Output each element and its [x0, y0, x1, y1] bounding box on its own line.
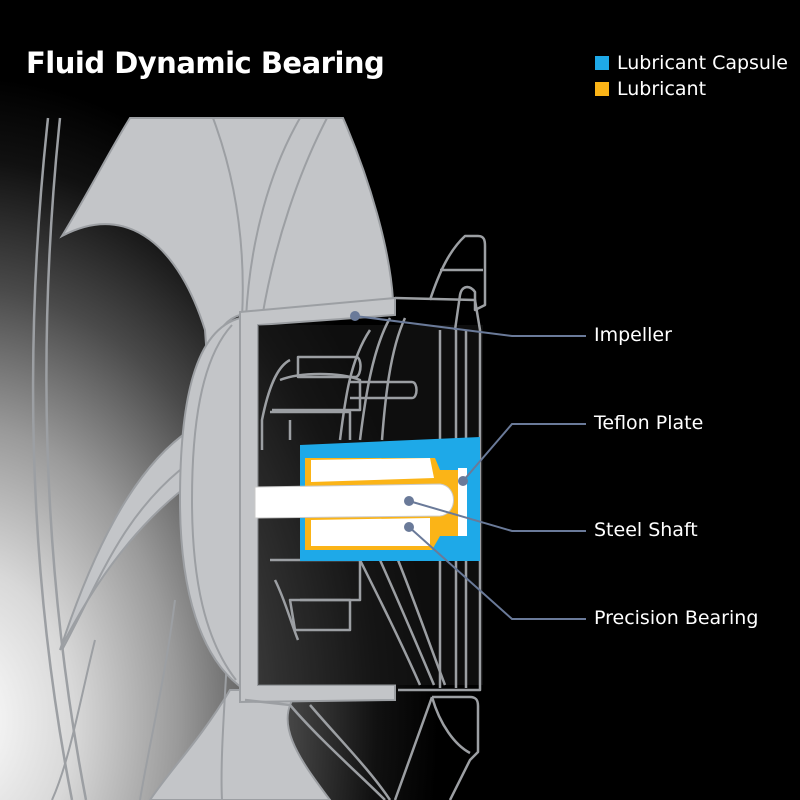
marker-impeller [350, 311, 360, 321]
marker-shaft [404, 496, 414, 506]
frame-inner-arc [45, 117, 88, 800]
legend-item-lubricant: Lubricant [595, 76, 788, 102]
leader-shaft [408, 500, 586, 532]
callout-steel-shaft: Steel Shaft [594, 519, 698, 541]
leader-teflon [462, 423, 586, 482]
leader-impeller [354, 315, 586, 337]
legend-swatch-lubricant-capsule [595, 56, 609, 70]
callout-teflon-plate: Teflon Plate [594, 412, 704, 434]
precision-bearing-top [311, 458, 434, 482]
hub-face [178, 317, 246, 692]
bearing-assembly [254, 437, 480, 561]
callout-impeller: Impeller [594, 324, 672, 346]
lower-blade-left [59, 428, 197, 651]
teflon-plate [458, 468, 467, 536]
legend-label: Lubricant [617, 78, 707, 100]
legend-label: Lubricant Capsule [617, 52, 788, 74]
legend: Lubricant Capsule Lubricant [595, 50, 788, 102]
steel-shaft [254, 483, 454, 519]
marker-bearing [404, 522, 414, 532]
lower-blade-center [148, 689, 332, 800]
legend-item-lubricant-capsule: Lubricant Capsule [595, 50, 788, 76]
frame-outer-arc [31, 117, 74, 800]
legend-swatch-lubricant [595, 82, 609, 96]
marker-teflon [458, 476, 468, 486]
callout-precision-bearing: Precision Bearing [594, 607, 759, 629]
frame-inner-arc-2 [51, 639, 96, 800]
housing-clip-top [428, 234, 487, 331]
diagram-title: Fluid Dynamic Bearing [26, 46, 385, 80]
upper-blade [59, 117, 395, 401]
housing-clip-bottom [432, 695, 480, 800]
precision-bearing-bottom [311, 518, 430, 546]
leader-bearing [408, 526, 586, 620]
